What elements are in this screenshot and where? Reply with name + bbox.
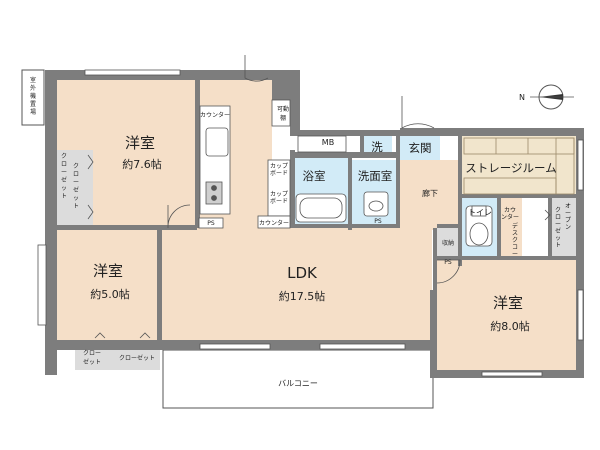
closet-left-1-floor: [55, 150, 93, 225]
bath-label: 浴室: [303, 169, 326, 183]
hallway-floor: [400, 160, 460, 230]
svg-text:ク: ク: [512, 237, 518, 244]
room-western-2-size: 約5.0帖: [90, 287, 130, 301]
kitchen-sink: [205, 127, 229, 157]
svg-text:オ: オ: [565, 203, 571, 210]
svg-text:ト: ト: [555, 242, 561, 249]
svg-text:プ: プ: [565, 217, 571, 224]
shunou-label: 収納: [442, 239, 454, 247]
movable-shelf-label-2: 棚: [280, 114, 286, 122]
desk-corner-floor: [500, 198, 522, 260]
hallway-label: 廊下: [422, 188, 438, 198]
svg-text:置: 置: [30, 101, 36, 108]
compass-icon: [530, 84, 574, 110]
svg-text:ー: ー: [555, 221, 561, 228]
svg-text:ゼ: ゼ: [61, 176, 67, 184]
wash-label: 洗: [371, 140, 383, 154]
closet-left-1-label: ク ロ ー ゼ ッ ト ク ロ ー ゼ ッ ト: [61, 153, 79, 210]
kitchen-fixtures: [198, 99, 291, 229]
svg-text:機: 機: [30, 92, 36, 100]
closet-bottom-b-label: クローゼット: [119, 354, 155, 362]
storage-room-floor: [462, 136, 576, 196]
entrance-floor: [400, 134, 440, 160]
svg-text:ー: ー: [61, 169, 67, 176]
balcony-floor: [162, 349, 434, 409]
open-closet-floor: [550, 198, 576, 260]
svg-text:ロ: ロ: [555, 214, 561, 221]
svg-text:ト: ト: [73, 203, 79, 210]
room-western-1-size: 約7.6帖: [122, 157, 162, 171]
storage-room-shelves: [463, 137, 575, 195]
svg-text:ッ: ッ: [61, 185, 67, 192]
svg-text:ク: ク: [555, 207, 561, 214]
room-ldk-name: LDK: [287, 264, 318, 282]
mb-label: MB: [322, 138, 334, 147]
room-western-3-size: 約8.0帖: [490, 319, 530, 333]
bath-fixtures: [295, 135, 493, 247]
ps-label-shunou: PS: [444, 259, 452, 266]
svg-text:ー: ー: [512, 251, 518, 258]
svg-text:デ: デ: [512, 222, 518, 230]
door-swings: [167, 55, 461, 284]
shunou-floor: [437, 228, 459, 256]
outdoor-unit-area: [21, 69, 45, 126]
svg-text:ロ: ロ: [61, 161, 67, 168]
room-western-2-floor: [55, 230, 160, 340]
ps-label-washroom: PS: [374, 218, 382, 225]
outdoor-unit-label: 室 外 機 置 場: [30, 76, 36, 116]
desk-corner-label: デ ス ク コ ー: [512, 222, 518, 258]
cupboard-label-1b: ボード: [270, 169, 288, 177]
svg-text:ン: ン: [565, 224, 571, 231]
svg-text:ス: ス: [512, 230, 518, 237]
closet-bottom-a-label-1: クロー: [83, 350, 101, 357]
svg-text:室: 室: [30, 76, 36, 84]
svg-text:ゼ: ゼ: [73, 186, 79, 194]
counter-label-kitchen: カウンター: [200, 111, 230, 119]
ps-label-kitchen: PS: [207, 220, 215, 227]
toilet-label: トイレ: [468, 208, 492, 217]
cupboard-label-1a: カップ: [270, 163, 288, 170]
svg-text:コ: コ: [512, 244, 518, 251]
counter-small-label-1: カウ: [504, 206, 516, 214]
closet-door-marks: [87, 154, 551, 339]
windows: [37, 69, 584, 377]
open-closet-label: オ ー プ ン ク ロ ー ゼ ッ ト: [555, 203, 571, 249]
svg-text:場: 場: [30, 108, 36, 116]
svg-text:ー: ー: [565, 210, 571, 217]
svg-text:ロ: ロ: [73, 171, 79, 178]
svg-text:ッ: ッ: [555, 235, 561, 242]
svg-text:外: 外: [30, 84, 36, 92]
movable-shelf-label-1: 可動: [277, 105, 289, 113]
room-western-2-name: 洋室: [93, 262, 123, 280]
svg-text:ト: ト: [61, 193, 67, 200]
ldk-floor: [160, 228, 432, 345]
counter-small-label-2: ンター: [501, 213, 519, 221]
closet-bottom-a-label-2: ゼット: [83, 358, 101, 366]
svg-text:ク: ク: [61, 153, 67, 160]
washroom-label: 洗面室: [358, 169, 393, 183]
entrance-label: 玄関: [409, 141, 432, 155]
svg-text:ゼ: ゼ: [555, 227, 561, 235]
room-western-3-name: 洋室: [493, 294, 523, 312]
cupboard-label-2a: カップ: [270, 191, 288, 198]
svg-text:ク: ク: [73, 163, 79, 170]
svg-text:ッ: ッ: [73, 195, 79, 202]
balcony-label: バルコニー: [278, 379, 318, 388]
room-western-1-name: 洋室: [125, 134, 155, 152]
compass-north-label: N: [519, 93, 525, 102]
room-ldk-size: 約17.5帖: [279, 289, 326, 303]
counter-label-lower: カウンター: [259, 219, 289, 227]
cupboard-label-2b: ボード: [270, 197, 288, 205]
stove: [205, 181, 223, 205]
svg-text:ー: ー: [73, 179, 79, 186]
room-western-3-floor: [437, 260, 577, 370]
storage-room-label: ストレージルーム: [465, 161, 556, 175]
